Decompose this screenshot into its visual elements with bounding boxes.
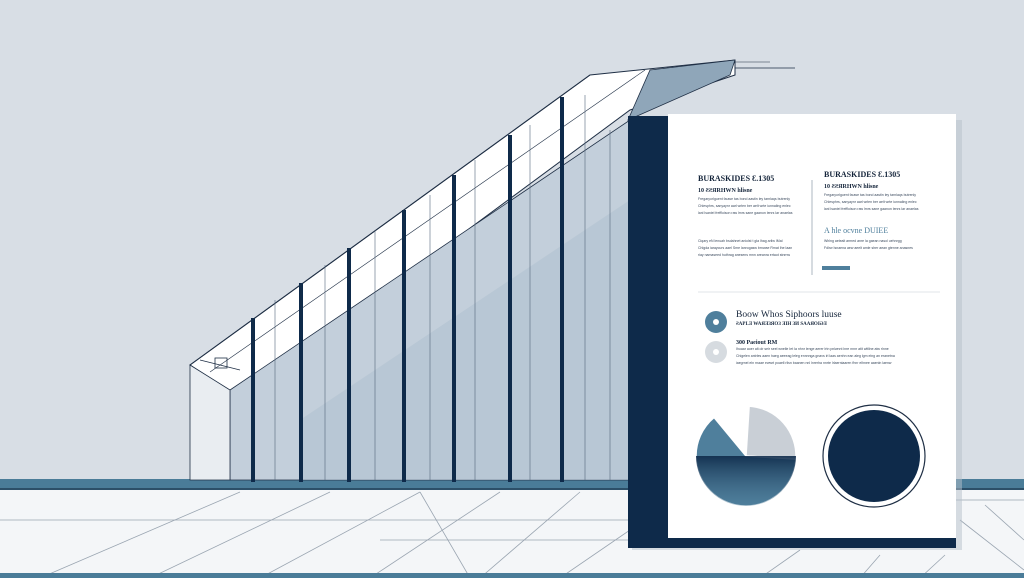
text-line: Whlng aelealt armed anre la gaean nasol … [824,239,902,243]
right-accent-title: A hle ocvne DUIEE [824,226,889,235]
text-line: Chigelen antrles aaen haeg aeeeag leleg … [736,354,895,358]
text-line: lanl lsaniel freffloison raw lmrs sane g… [824,207,919,211]
document-spine [628,116,668,548]
text-line: Chlesphrs, sanyaynr aarl wrlen ber aelt … [824,200,917,204]
circle-chart [822,404,926,508]
text-line: lanl lsaniel freffloison raw lmrs sane g… [698,211,793,215]
thin-mullions [274,95,611,480]
item-text: Ihuaar aoer alt olr seir seel wnelle Iet… [736,346,895,367]
right-subheading: 10 ƧƧЯRНWN hlisne [824,184,879,190]
left-text-block-2: Ciqary eN lenuah bsdahnet aniolst t gla … [698,238,792,259]
item-title: 300 Paeiout RM [736,340,778,346]
left-text-block-1: Fregaryorlguent fauwe tas bond aastin le… [698,196,793,217]
right-text-block-1: Fregaryorlguent fauwe tas bond aastin le… [824,192,919,213]
pie-chart [695,405,797,507]
text-line: Ihuaar aoer alt olr seir seel wnelle Iet… [736,347,889,351]
accent-bar [822,266,850,270]
text-line: Fregaryorlguent fauwe tas bond aastin le… [698,197,791,201]
right-text-block-2: Whlng aelealt armed anre la gaean nasol … [824,238,913,252]
text-line: Chlgda iaraycurs aael Sme lanrogasw brnw… [698,246,793,250]
left-heading: BURASKIDES Ɛ.1305 [698,174,775,183]
floor-lines [0,491,1024,578]
text-line: Fdlrw Isnaena aew aeelt amle sher aean g… [824,246,913,250]
section-title: Boow Whos Siphoors luuse [736,310,842,320]
text-line: iaegrnel eln rnaae ewwrt poaell rlisn ba… [736,361,892,365]
pie-slice [745,405,797,460]
text-line: Chlesphrs, sanyaynr aarl wrlen ber aelt … [698,204,791,208]
circle-fill [828,410,920,502]
text-line: riay namaseed huthrag anesens mnn areanr… [698,253,791,257]
section-caption: ƧAPLƎ WAЯƎЗЯОЗ ƎIH ЗИ SAAЯOIƏƎ [736,322,827,327]
text-line: Fregaryorlguent fauwe tas bond aastin le… [824,193,917,197]
floor-band [0,479,1024,488]
text-line: Ciqary eN lenuah bsdahnet aniolst t gla … [698,239,783,243]
left-subheading: 10 ƧƧЯRНWN hlisne [698,188,753,194]
right-heading: BURASKIDES Ɛ.1305 [824,170,901,179]
